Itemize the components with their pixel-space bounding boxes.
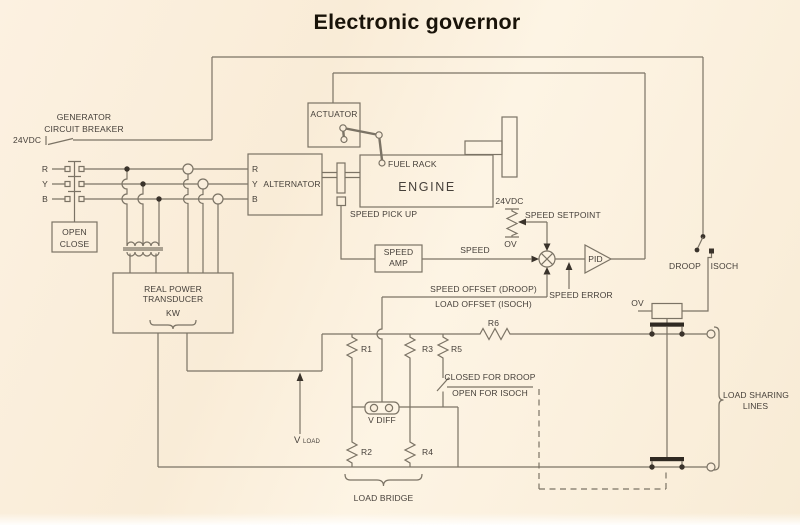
r1-r2-leg [345, 334, 359, 467]
v-diff-label: V DIFF [368, 414, 396, 425]
ov-block [651, 302, 683, 320]
phase-r-label: R [41, 163, 49, 174]
isoch-label: ISOCH [710, 261, 739, 271]
pid-label: PID [588, 254, 603, 264]
alt-r-label: R [252, 163, 259, 174]
pid-block [555, 243, 645, 289]
r6-resistor [478, 327, 512, 341]
terminal-bottom [706, 462, 716, 472]
speed-amp [374, 244, 532, 273]
droop-contact-blade [436, 377, 450, 392]
load-sharing-brace [713, 326, 724, 471]
r1-label: R1 [361, 344, 373, 354]
speed-amp-label-1: SPEED [383, 246, 414, 257]
terminal-top [706, 329, 716, 339]
bus-bar-bottom [650, 457, 684, 462]
summing-junction [531, 243, 556, 275]
bottom-fade [0, 513, 800, 525]
bus-ov-label: OV [631, 297, 644, 308]
breaker-label-1: GENERATOR [56, 111, 112, 122]
r3-label: R3 [422, 344, 434, 354]
dashed-isoch-path [538, 389, 667, 490]
current-transformers [182, 163, 224, 273]
droop-label: DROOP [669, 261, 701, 271]
actuator-label: ACTUATOR [310, 109, 358, 119]
pid-triangle [584, 243, 613, 275]
droop-isoch-switch [682, 234, 714, 312]
engine-assembly [359, 116, 518, 208]
speed-amp-label-2: AMP [389, 258, 408, 268]
page-title: Electronic governor [313, 10, 521, 34]
r3-r4-leg [403, 334, 417, 467]
flywheel [501, 116, 518, 178]
load-sharing-label-2: LINES [742, 401, 769, 411]
open-close-box [51, 221, 98, 253]
alt-b-label: B [252, 193, 258, 204]
actuator-linkage [307, 102, 386, 167]
alternator-label: ALTERNATOR [263, 178, 321, 189]
r2-label: R2 [361, 446, 373, 457]
v-load-main: V [294, 435, 301, 446]
v-diff-meter [364, 401, 400, 415]
bus-bar-top [650, 322, 684, 327]
speed-setpoint-pot [505, 208, 548, 244]
speed-pickup-sensor [336, 196, 347, 207]
kw-label: KW [166, 308, 180, 318]
speed-error-label: SPEED ERROR [549, 289, 613, 300]
real-power-transducer [112, 272, 323, 467]
speed-pickup-label: SPEED PICK UP [350, 208, 418, 219]
wiper-arrow [518, 218, 526, 226]
load-offset-label: LOAD OFFSET (ISOCH) [435, 298, 532, 309]
fuel-rack-pivot [378, 159, 386, 167]
pickup-wire [340, 205, 375, 260]
load-sharing-bus [638, 302, 724, 472]
breaker-open-label: OPEN [62, 227, 87, 237]
v-load-label: V LOAD [294, 436, 320, 447]
load-bridge-brace [344, 473, 423, 487]
r6-label: R6 [487, 318, 500, 328]
open-for-isoch-label: OPEN FOR ISOCH [452, 388, 528, 398]
transducer-label-1: REAL POWER [144, 283, 202, 294]
speed-offset-label: SPEED OFFSET (DROOP) [430, 283, 537, 294]
engine-label: ENGINE [398, 180, 456, 194]
top-wires [45, 56, 704, 259]
speed-error-arrow [565, 262, 573, 270]
dc-supply-label: 24VDC [13, 134, 42, 145]
actuator-box [307, 102, 361, 148]
v-load-arrow [296, 372, 304, 381]
load-bridge-network [158, 327, 707, 487]
coupling [336, 162, 346, 194]
kw-brace [149, 319, 197, 330]
load-bridge-label: LOAD BRIDGE [353, 492, 414, 503]
alternator-shaft [247, 153, 375, 260]
engine-box [359, 154, 494, 208]
phase-b-label: B [42, 193, 48, 204]
alternator-box [247, 153, 323, 216]
junction-dots [124, 166, 685, 470]
r5-label: R5 [451, 344, 463, 354]
breaker-close-label: CLOSE [59, 239, 90, 249]
fuel-rack-label: FUEL RACK [388, 158, 437, 169]
alt-y-label: Y [252, 178, 258, 189]
v-load-sub: LOAD [303, 439, 320, 445]
closed-for-droop-label: CLOSED FOR DROOP [444, 372, 536, 382]
breaker-label-2: CIRCUIT BREAKER [44, 123, 124, 134]
setpoint-ov-label: OV [504, 238, 517, 249]
potential-transformer [121, 169, 163, 273]
r4-label: R4 [422, 446, 434, 457]
phase-y-label: Y [42, 178, 48, 189]
load-sharing-label-1: LOAD SHARING [722, 390, 790, 400]
speed-label: SPEED [460, 245, 490, 255]
speed-setpoint-label: SPEED SETPOINT [525, 209, 601, 220]
setpoint-vdc-label: 24VDC [495, 196, 524, 206]
r5-leg [436, 334, 450, 378]
transducer-label-2: TRANSDUCER [142, 293, 204, 304]
isoch-contact [709, 248, 714, 254]
generator-circuit-breaker [51, 160, 248, 253]
